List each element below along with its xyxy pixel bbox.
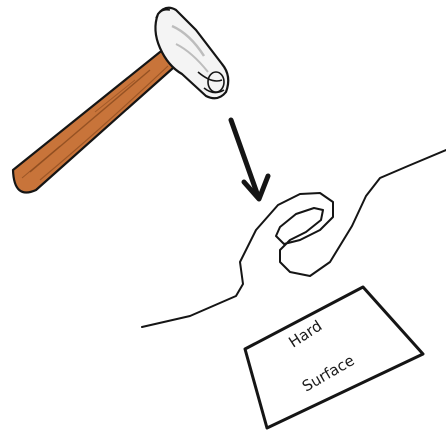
hammer-handle bbox=[13, 49, 182, 192]
hard-surface-block: Hard Surface bbox=[245, 287, 423, 428]
hammer-head bbox=[155, 8, 228, 99]
hammer-icon bbox=[13, 8, 228, 193]
bent-wire-icon bbox=[142, 150, 446, 327]
arrow-down-icon bbox=[231, 120, 268, 199]
